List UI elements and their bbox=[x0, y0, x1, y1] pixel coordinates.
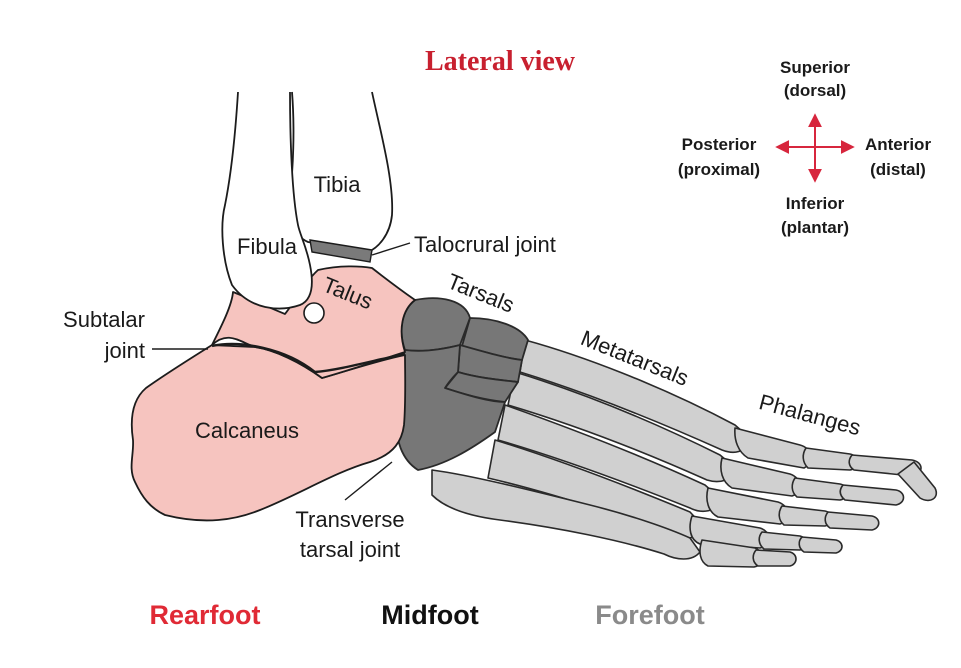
label-fibula: Fibula bbox=[237, 234, 298, 259]
compass-inferior: Inferior bbox=[786, 194, 845, 213]
phalanx-bone bbox=[792, 478, 847, 500]
compass-anterior: Anterior bbox=[865, 135, 932, 154]
orientation-compass: Superior (dorsal) Posterior (proximal) A… bbox=[678, 58, 932, 237]
compass-superior-sub: (dorsal) bbox=[784, 81, 846, 100]
compass-inferior-sub: (plantar) bbox=[781, 218, 849, 237]
label-transverse-line1: Transverse bbox=[295, 507, 404, 532]
compass-posterior: Posterior bbox=[682, 135, 757, 154]
diagram-title: Lateral view bbox=[425, 46, 576, 77]
navicular-bone bbox=[402, 298, 470, 351]
phalanx-bone bbox=[825, 512, 879, 530]
region-rearfoot: Rearfoot bbox=[149, 600, 260, 630]
region-midfoot: Midfoot bbox=[381, 600, 478, 630]
label-phalanges: Phalanges bbox=[756, 389, 863, 440]
talus-marker-circle bbox=[304, 303, 324, 323]
compass-posterior-sub: (proximal) bbox=[678, 160, 760, 179]
label-transverse-line2: tarsal joint bbox=[300, 537, 400, 562]
label-calcaneus: Calcaneus bbox=[195, 418, 299, 443]
phalanx-bone bbox=[753, 550, 796, 566]
label-talocrural-joint: Talocrural joint bbox=[414, 232, 556, 257]
compass-anterior-sub: (distal) bbox=[870, 160, 926, 179]
region-legend: Rearfoot Midfoot Forefoot bbox=[149, 600, 704, 630]
phalanx-bone bbox=[779, 506, 832, 526]
label-tibia: Tibia bbox=[314, 172, 362, 197]
compass-superior: Superior bbox=[780, 58, 850, 77]
phalanx-bone bbox=[735, 428, 811, 468]
label-subtalar-line1: Subtalar bbox=[63, 307, 145, 332]
label-subtalar-line2: joint bbox=[104, 338, 145, 363]
phalanx-bone bbox=[799, 537, 842, 553]
phalanx-bone bbox=[840, 485, 903, 505]
region-forefoot: Forefoot bbox=[595, 600, 704, 630]
